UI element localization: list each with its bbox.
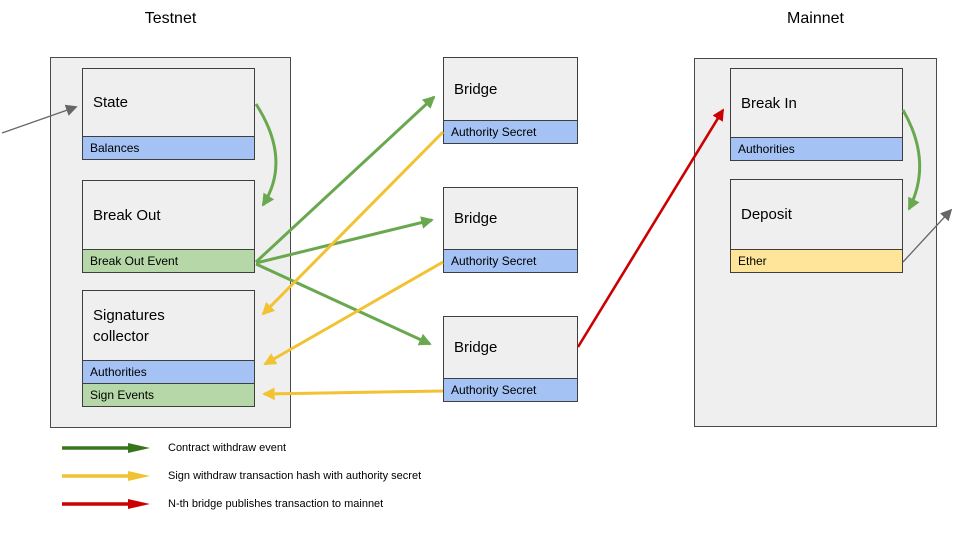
- node-bridge-3-title: Bridge: [454, 339, 498, 356]
- bar-ether: Ether: [731, 249, 902, 272]
- node-bridge-3: Bridge Authority Secret: [443, 316, 578, 402]
- bar-authority-secret-3: Authority Secret: [444, 378, 577, 401]
- bar-authorities: Authorities: [83, 360, 254, 383]
- node-bridge-1-title: Bridge: [454, 80, 498, 98]
- legend-item-green: Contract withdraw event: [60, 441, 286, 455]
- node-deposit-title: Deposit: [741, 206, 792, 223]
- bar-sign-events: Sign Events: [83, 383, 254, 406]
- node-break-in-title: Break In: [741, 94, 797, 112]
- yellow-arrow-bridge2-to-authorities: [263, 260, 444, 366]
- legend-green-arrow-icon: [62, 443, 150, 453]
- bar-break-out-event: Break Out Event: [83, 249, 254, 272]
- node-break-in: Break In Authorities: [730, 68, 903, 161]
- mainnet-header: Mainnet: [787, 10, 844, 27]
- legend-yellow-arrow-icon: [62, 471, 150, 481]
- node-deposit: Deposit Ether: [730, 179, 903, 273]
- node-state-title: State: [93, 94, 129, 111]
- legend-item-red: N-th bridge publishes transaction to mai…: [60, 497, 383, 511]
- bar-authority-secret-1: Authority Secret: [444, 120, 577, 143]
- node-break-out: Break Out Break Out Event: [82, 180, 255, 273]
- bar-balances: Balances: [83, 136, 254, 159]
- node-signatures-collector-title: Signatures collector: [93, 306, 165, 345]
- node-bridge-1: Bridge Authority Secret: [443, 57, 578, 144]
- legend-red-arrow-icon: [62, 499, 150, 509]
- node-bridge-2-title: Bridge: [454, 210, 498, 227]
- node-bridge-2: Bridge Authority Secret: [443, 187, 578, 273]
- testnet-header: Testnet: [144, 10, 197, 27]
- node-break-out-title: Break Out: [93, 206, 161, 224]
- legend-item-yellow: Sign withdraw transaction hash with auth…: [60, 469, 421, 483]
- node-state: State Balances: [82, 68, 255, 160]
- legend-label-red: N-th bridge publishes transaction to mai…: [168, 498, 384, 510]
- legend-label-yellow: Sign withdraw transaction hash with auth…: [168, 470, 422, 482]
- bar-break-in-authorities: Authorities: [731, 137, 902, 160]
- legend-label-green: Contract withdraw event: [168, 442, 286, 454]
- node-signatures-collector: Signatures collector Authorities Sign Ev…: [82, 290, 255, 407]
- bar-authority-secret-2: Authority Secret: [444, 249, 577, 272]
